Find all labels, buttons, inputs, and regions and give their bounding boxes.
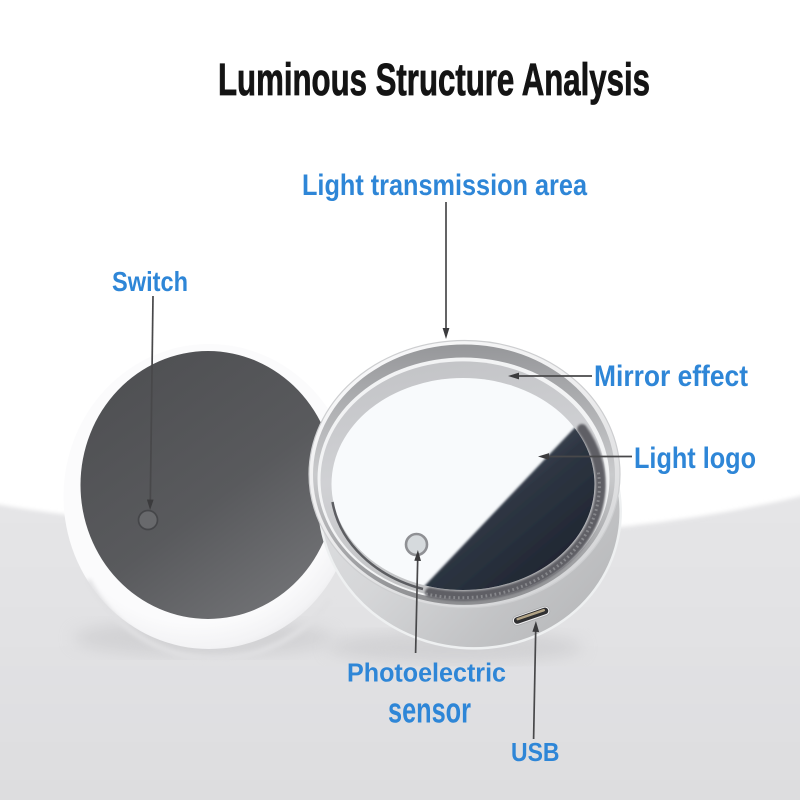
svg-text:sensor: sensor — [388, 690, 471, 731]
svg-text:Light transmission area: Light transmission area — [302, 169, 587, 202]
svg-text:Luminous Structure Analysis: Luminous Structure Analysis — [218, 54, 650, 105]
svg-text:Light logo: Light logo — [634, 442, 756, 475]
svg-text:Photoelectric: Photoelectric — [347, 660, 506, 688]
svg-text:USB: USB — [511, 737, 560, 767]
svg-text:Switch: Switch — [112, 266, 188, 297]
svg-text:Mirror effect: Mirror effect — [594, 360, 748, 393]
